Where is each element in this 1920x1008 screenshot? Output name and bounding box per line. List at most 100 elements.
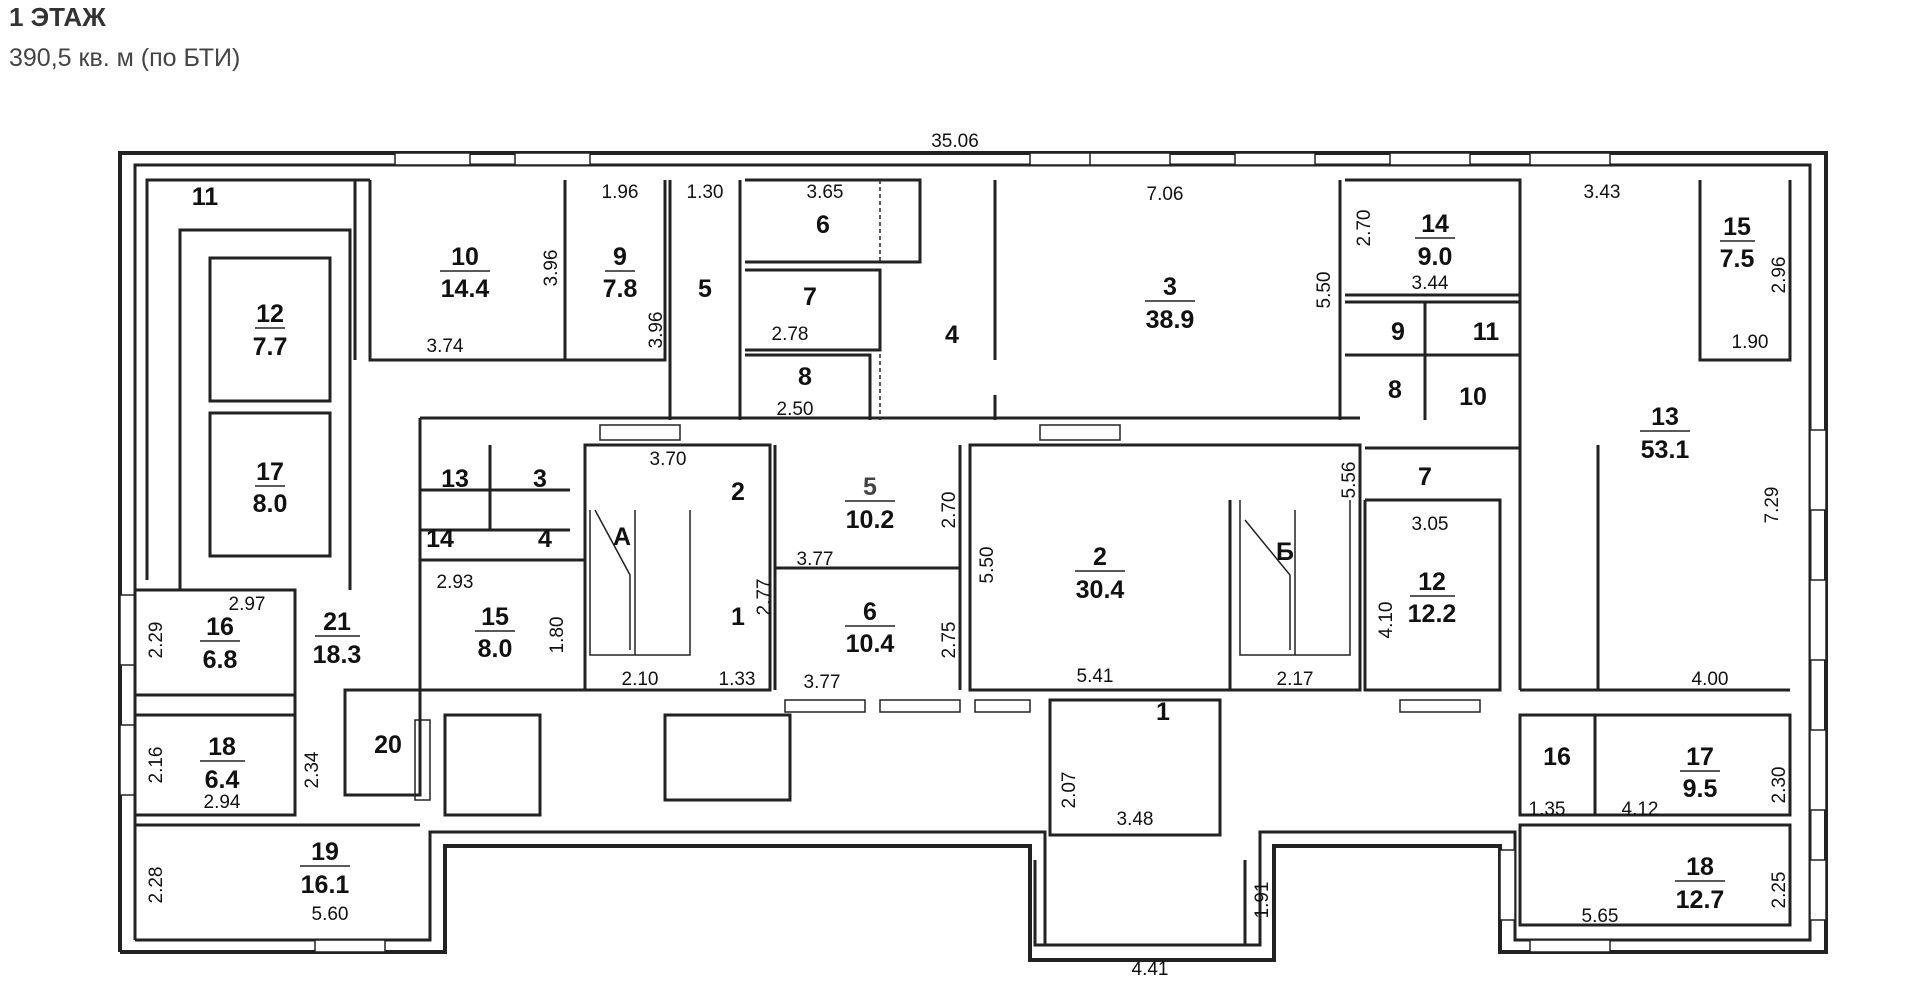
dimensions: 35.06 1.96 1.30 3.65 7.06 3.43 3.74 2.78…	[204, 131, 1769, 980]
room-2-mid: 2 30.4	[1075, 543, 1125, 604]
room-number: 9	[613, 243, 627, 271]
interior-walls	[133, 178, 1792, 947]
room-number: 5	[863, 473, 877, 501]
vdim: 2.25	[1769, 872, 1790, 909]
floor-title: 1 ЭТАЖ	[9, 2, 106, 32]
dim: 1.30	[687, 182, 724, 203]
outer-walls	[118, 151, 1828, 962]
room-area: 8.0	[253, 490, 288, 518]
label-7-right: 7	[1418, 463, 1432, 491]
label-1-bottom: 1	[1156, 698, 1170, 726]
stairs-a	[589, 509, 691, 656]
label-16: 16	[1543, 743, 1571, 771]
room-area: 18.3	[313, 641, 362, 669]
vdim: 2.34	[302, 751, 323, 788]
label-10-wc: 10	[1459, 383, 1487, 411]
room-area: 53.1	[1641, 436, 1690, 464]
label-4-wc: 4	[538, 525, 552, 553]
dim: 3.74	[427, 336, 464, 357]
vdim: 2.70	[939, 492, 960, 529]
dim: 3.44	[1412, 273, 1449, 294]
room-number: 17	[1686, 743, 1714, 771]
room-number: 10	[451, 243, 479, 271]
dim: 1.35	[1529, 799, 1566, 820]
vdim: 1.80	[547, 617, 568, 654]
dim: 5.60	[312, 904, 349, 925]
room-3-top: 3 38.9	[1145, 273, 1195, 334]
room-area: 7.8	[603, 275, 638, 303]
dim: 5.65	[1582, 906, 1619, 927]
dim: 3.77	[797, 549, 834, 570]
label-6: 6	[816, 211, 830, 239]
room-number: 12	[256, 300, 284, 328]
vdim: 4.10	[1376, 602, 1397, 639]
room-16-left: 16 6.8	[200, 613, 240, 674]
room-number: 18	[208, 733, 236, 761]
label-9: 9	[1391, 318, 1405, 346]
dim: 2.94	[204, 792, 241, 813]
label-3: 3	[533, 465, 547, 493]
room-area: 6.4	[205, 766, 240, 794]
room-18-left: 18 6.4	[200, 733, 245, 794]
room-area: 10.4	[846, 630, 895, 658]
room-15-mid: 15 8.0	[475, 603, 515, 663]
room-9-top: 9 7.8	[603, 243, 638, 303]
room-6-mid: 6 10.4	[845, 598, 895, 658]
vdim: 2.96	[1769, 257, 1790, 294]
room-17-right: 17 9.5	[1680, 743, 1720, 803]
room-number: 2	[1093, 543, 1107, 571]
room-number: 15	[481, 603, 509, 631]
room-area: 9.0	[1418, 243, 1453, 271]
dim: 4.41	[1132, 959, 1169, 980]
room-area: 16.1	[301, 871, 350, 899]
room-area: 10.2	[846, 506, 895, 534]
dim: 2.97	[229, 594, 266, 615]
room-14-top: 14 9.0	[1415, 210, 1455, 271]
windows	[119, 152, 1827, 953]
vdim: 2.16	[146, 747, 167, 784]
label-1: 1	[731, 603, 745, 631]
room-12-left: 12 7.7	[253, 300, 288, 361]
room-area: 12.2	[1408, 600, 1457, 628]
vdim: 3.96	[541, 250, 562, 287]
room-area: 9.5	[1683, 775, 1718, 803]
vdim: 3.96	[646, 312, 667, 349]
vdim: 5.50	[977, 547, 998, 584]
room-area: 7.7	[253, 333, 288, 361]
room-number: 21	[323, 608, 351, 636]
room-5-mid: 5 10.2	[845, 473, 895, 534]
dim: 7.06	[1147, 184, 1184, 205]
label-20: 20	[374, 731, 402, 759]
label-2: 2	[731, 478, 745, 506]
overall-width-dim: 35.06	[931, 131, 979, 152]
label-4: 4	[945, 321, 959, 349]
label-11-wc: 11	[1473, 318, 1500, 346]
room-area: 6.8	[203, 646, 238, 674]
plain-labels: 11 5 6 7 8 4 9 11 8 10 13 3 14 4 2 1 7 2…	[192, 183, 1571, 771]
room-area: 8.0	[478, 635, 513, 663]
room-number: 3	[1163, 273, 1177, 301]
room-area: 7.5	[1720, 245, 1755, 273]
room-13-right: 13 53.1	[1640, 403, 1690, 464]
room-12-right: 12 12.2	[1408, 568, 1457, 628]
dim: 3.65	[807, 182, 844, 203]
dim: 4.12	[1622, 799, 1659, 820]
dim: 1.96	[602, 182, 639, 203]
room-15-top: 15 7.5	[1720, 213, 1755, 273]
stairs-b	[1239, 500, 1351, 656]
vdim: 2.70	[1354, 210, 1375, 247]
vdim: 2.29	[146, 622, 167, 659]
room-number: 6	[863, 598, 877, 626]
vdim: 2.75	[939, 622, 960, 659]
dim: 3.77	[804, 672, 841, 693]
room-number: 15	[1723, 213, 1751, 241]
room-area: 12.7	[1676, 886, 1725, 914]
dim: 2.78	[772, 324, 809, 345]
room-number: 17	[256, 458, 284, 486]
dim: 2.10	[622, 669, 659, 690]
room-area: 30.4	[1076, 576, 1125, 604]
label-8-wc: 8	[1388, 376, 1402, 404]
vertical-dimensions: 3.96 3.96 2.70 5.50 2.96 7.29 2.70 5.50 …	[146, 210, 1790, 919]
floor-area-subtitle: 390,5 кв. м (по БТИ)	[9, 44, 241, 72]
